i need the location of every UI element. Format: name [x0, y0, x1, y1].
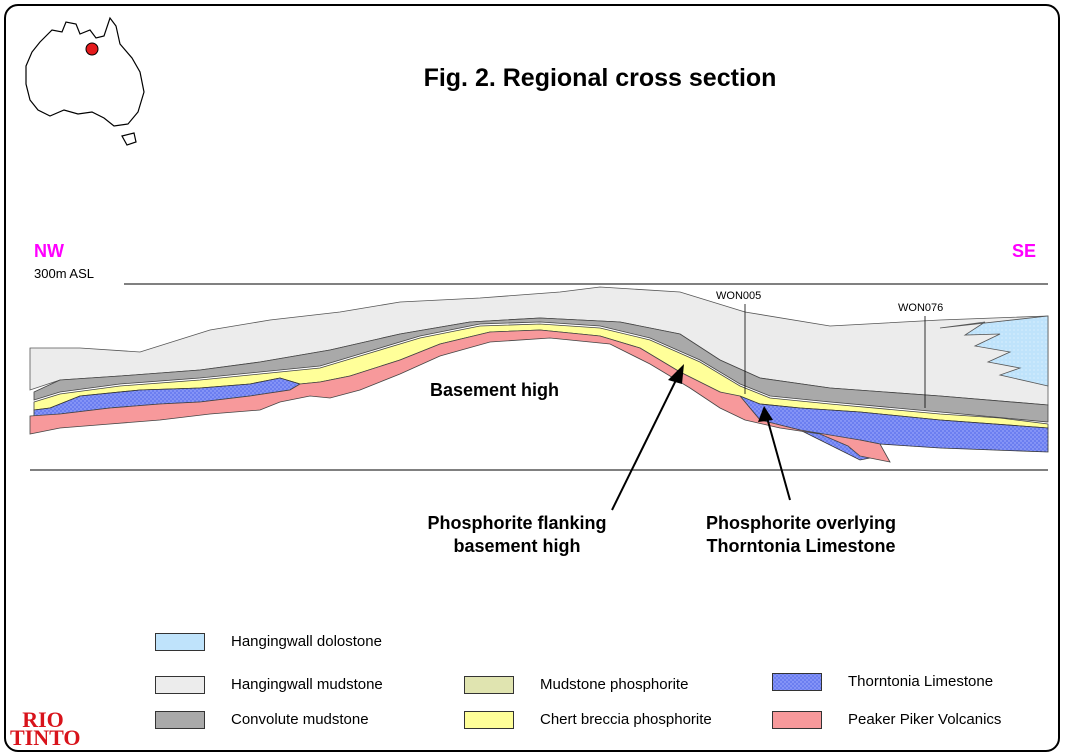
direction-label-se: SE — [1012, 241, 1037, 261]
legend-swatch-chert-breccia-phosphorite — [464, 711, 514, 729]
arrow-overlying — [765, 413, 791, 501]
legend-swatch-mudstone-phosphorite — [464, 676, 514, 694]
legend-swatch-hangingwall-dolostone — [155, 633, 205, 651]
arrow-flanking — [611, 371, 681, 511]
legend-swatch-hangingwall-mudstone — [155, 676, 205, 694]
phosphorite-flanking-label: Phosphorite flanking basement high — [402, 512, 632, 558]
logo-line1: RIO — [22, 707, 64, 732]
figure-frame — [4, 4, 1060, 752]
phosphorite-flanking-line1: Phosphorite flanking — [427, 513, 607, 533]
figure-title: Fig. 2. Regional cross section — [423, 64, 777, 92]
layer-thorntonia-limestone-right — [739, 395, 1049, 461]
legend-label: Thorntonia Limestone — [848, 673, 994, 690]
legend-label: Mudstone phosphorite — [540, 676, 689, 693]
rio-tinto-logo: RIO TINTO — [10, 707, 81, 750]
legend-label: Peaker Piker Volcanics — [848, 711, 1002, 728]
arrowhead-flanking — [668, 364, 684, 384]
legend-swatch-peaker-piker-volcanics — [772, 711, 822, 729]
legend-label: Hangingwall dolostone — [231, 633, 382, 650]
arrowhead-overlying — [758, 406, 773, 422]
basement-high-label: Basement high — [430, 380, 560, 400]
legend-swatch-convolute-mudstone — [155, 711, 205, 729]
phosphorite-overlying-label: Phosphorite overlying Thorntonia Limesto… — [686, 512, 916, 558]
well-label-won005: WON005 — [716, 290, 762, 302]
legend-label: Hangingwall mudstone — [231, 676, 383, 693]
phosphorite-flanking-line2: basement high — [453, 536, 581, 556]
layer-convolute-mudstone — [33, 317, 1049, 423]
direction-label-nw: NW — [34, 241, 64, 261]
phosphorite-overlying-line1: Phosphorite overlying — [705, 513, 897, 533]
datum-label: 300m ASL — [34, 266, 94, 281]
legend-swatch-thorntonia-limestone — [772, 673, 822, 691]
phosphorite-overlying-line2: Thorntonia Limestone — [706, 536, 896, 556]
legend-label: Convolute mudstone — [231, 711, 369, 728]
legend-label: Chert breccia phosphorite — [540, 711, 712, 728]
logo-line2: TINTO — [10, 725, 81, 750]
layer-hangingwall-dolostone — [939, 315, 1049, 387]
well-label-won076: WON076 — [898, 302, 944, 314]
australia-map-icon — [25, 16, 145, 146]
layer-peaker-piker-volcanics — [29, 329, 891, 463]
